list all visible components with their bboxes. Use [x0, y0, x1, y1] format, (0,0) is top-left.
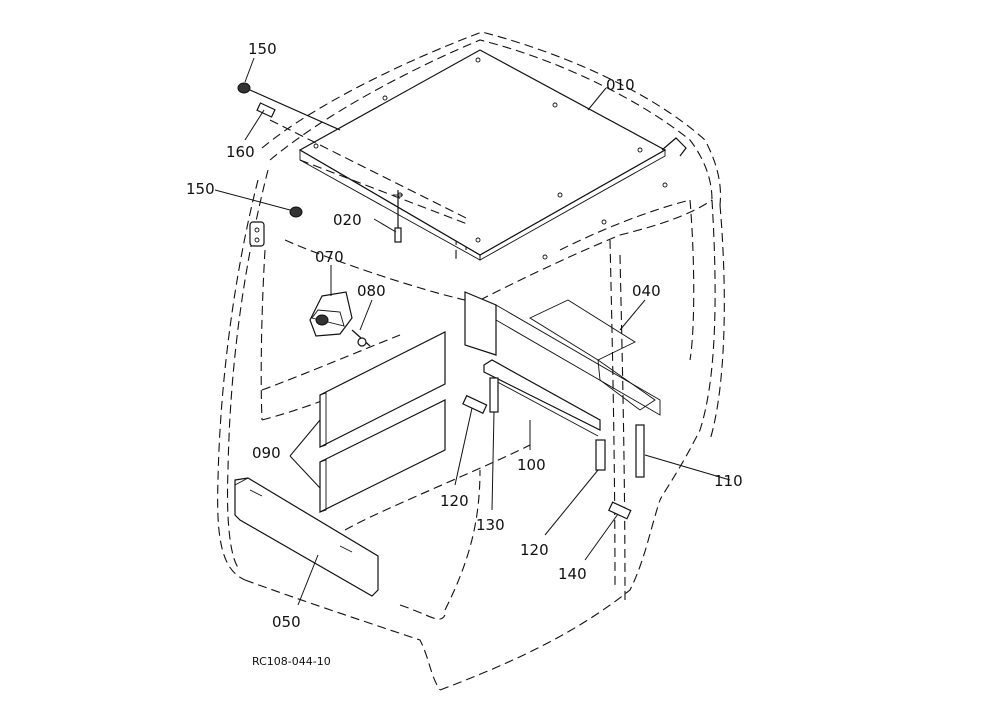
- bolt-160: [256, 102, 276, 118]
- leader-lines: [214, 57, 731, 606]
- roof-panel-010: [269, 49, 687, 261]
- room-lamp-070: [309, 291, 353, 337]
- label-090: 090: [252, 444, 281, 462]
- label-040: 040: [632, 282, 661, 300]
- label-010: 010: [606, 76, 635, 94]
- label-130: 130: [476, 516, 505, 534]
- spacer-140: [608, 501, 632, 520]
- spacer-130: [489, 377, 499, 413]
- label-150-side: 150: [186, 180, 215, 198]
- label-120-left: 120: [440, 492, 469, 510]
- label-080: 080: [357, 282, 386, 300]
- spacer-120a: [462, 394, 488, 414]
- nut-150-side: [289, 206, 303, 218]
- label-070: 070: [315, 248, 344, 266]
- part-labels: 150 160 150 020 010 070 080 040 090 100 …: [186, 40, 743, 668]
- strip-100: [483, 359, 601, 437]
- label-050: 050: [272, 613, 301, 631]
- screw-080: [351, 329, 371, 347]
- drawing-code: RC108-044-10: [252, 655, 331, 668]
- spacer-120b: [595, 439, 606, 471]
- screw-020: [393, 190, 403, 243]
- spacer-110: [635, 424, 645, 478]
- label-150-top: 150: [248, 40, 277, 58]
- panel-040: [464, 291, 661, 416]
- label-160: 160: [226, 143, 255, 161]
- insulation-090-lower: [319, 399, 446, 513]
- cabin-outline: [217, 31, 725, 691]
- label-140: 140: [558, 565, 587, 583]
- label-110: 110: [714, 472, 743, 490]
- hinge-left: [249, 221, 265, 247]
- label-100: 100: [517, 456, 546, 474]
- insulation-090-upper: [319, 331, 446, 448]
- nut-150-top: [237, 82, 341, 131]
- label-120-right: 120: [520, 541, 549, 559]
- floor-mat-050: [234, 477, 379, 597]
- label-020: 020: [333, 211, 362, 229]
